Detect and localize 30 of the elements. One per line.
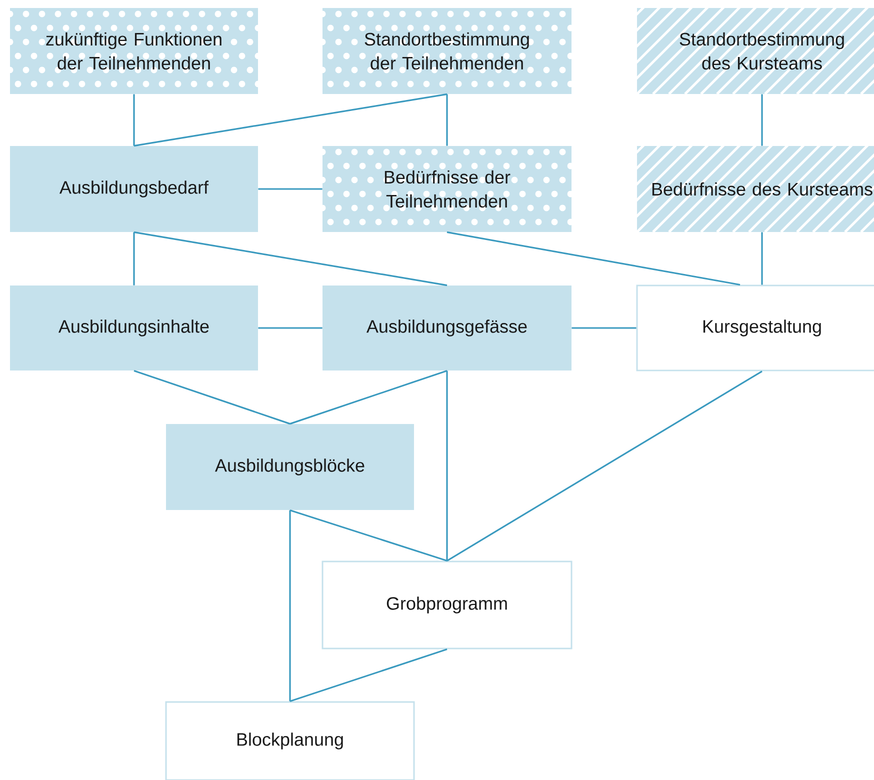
outlined-box: Grobprogramm bbox=[322, 560, 572, 650]
dotted-box: Bedürfnisse der Teilnehmenden bbox=[322, 146, 572, 232]
connector-line bbox=[290, 509, 448, 562]
connector-line bbox=[761, 232, 763, 285]
connector-line bbox=[446, 94, 448, 146]
connector-line bbox=[446, 231, 740, 286]
connector-line bbox=[289, 510, 291, 702]
connector-line bbox=[133, 232, 135, 286]
connector-line bbox=[133, 94, 135, 146]
connector-line bbox=[572, 327, 636, 329]
striped-box: Bedürfnisse des Kursteams bbox=[637, 146, 874, 232]
connector-line bbox=[446, 370, 762, 562]
process-box: Ausbildungsblöcke bbox=[166, 424, 414, 510]
connector-line bbox=[134, 93, 448, 147]
process-box: Ausbildungsinhalte bbox=[10, 286, 258, 370]
connector-line bbox=[290, 648, 448, 702]
dotted-box: Standortbestimmung der Teilnehmenden bbox=[322, 8, 572, 94]
connector-line bbox=[134, 231, 448, 286]
striped-box: Standortbestimmung des Kursteams bbox=[637, 8, 874, 94]
outlined-box: Blockplanung bbox=[165, 701, 415, 780]
connector-line bbox=[290, 370, 448, 425]
connector-line bbox=[134, 370, 290, 425]
connector-line bbox=[258, 327, 322, 329]
process-box: Ausbildungsgefässe bbox=[322, 286, 572, 370]
outlined-box: Kursgestaltung bbox=[636, 284, 874, 372]
connector-line bbox=[446, 370, 448, 561]
process-box: Ausbildungsbedarf bbox=[10, 146, 258, 232]
dotted-box: zukünftige Funktionen der Teilnehmenden bbox=[10, 8, 258, 94]
connector-line bbox=[761, 94, 763, 146]
connector-line bbox=[258, 188, 322, 190]
